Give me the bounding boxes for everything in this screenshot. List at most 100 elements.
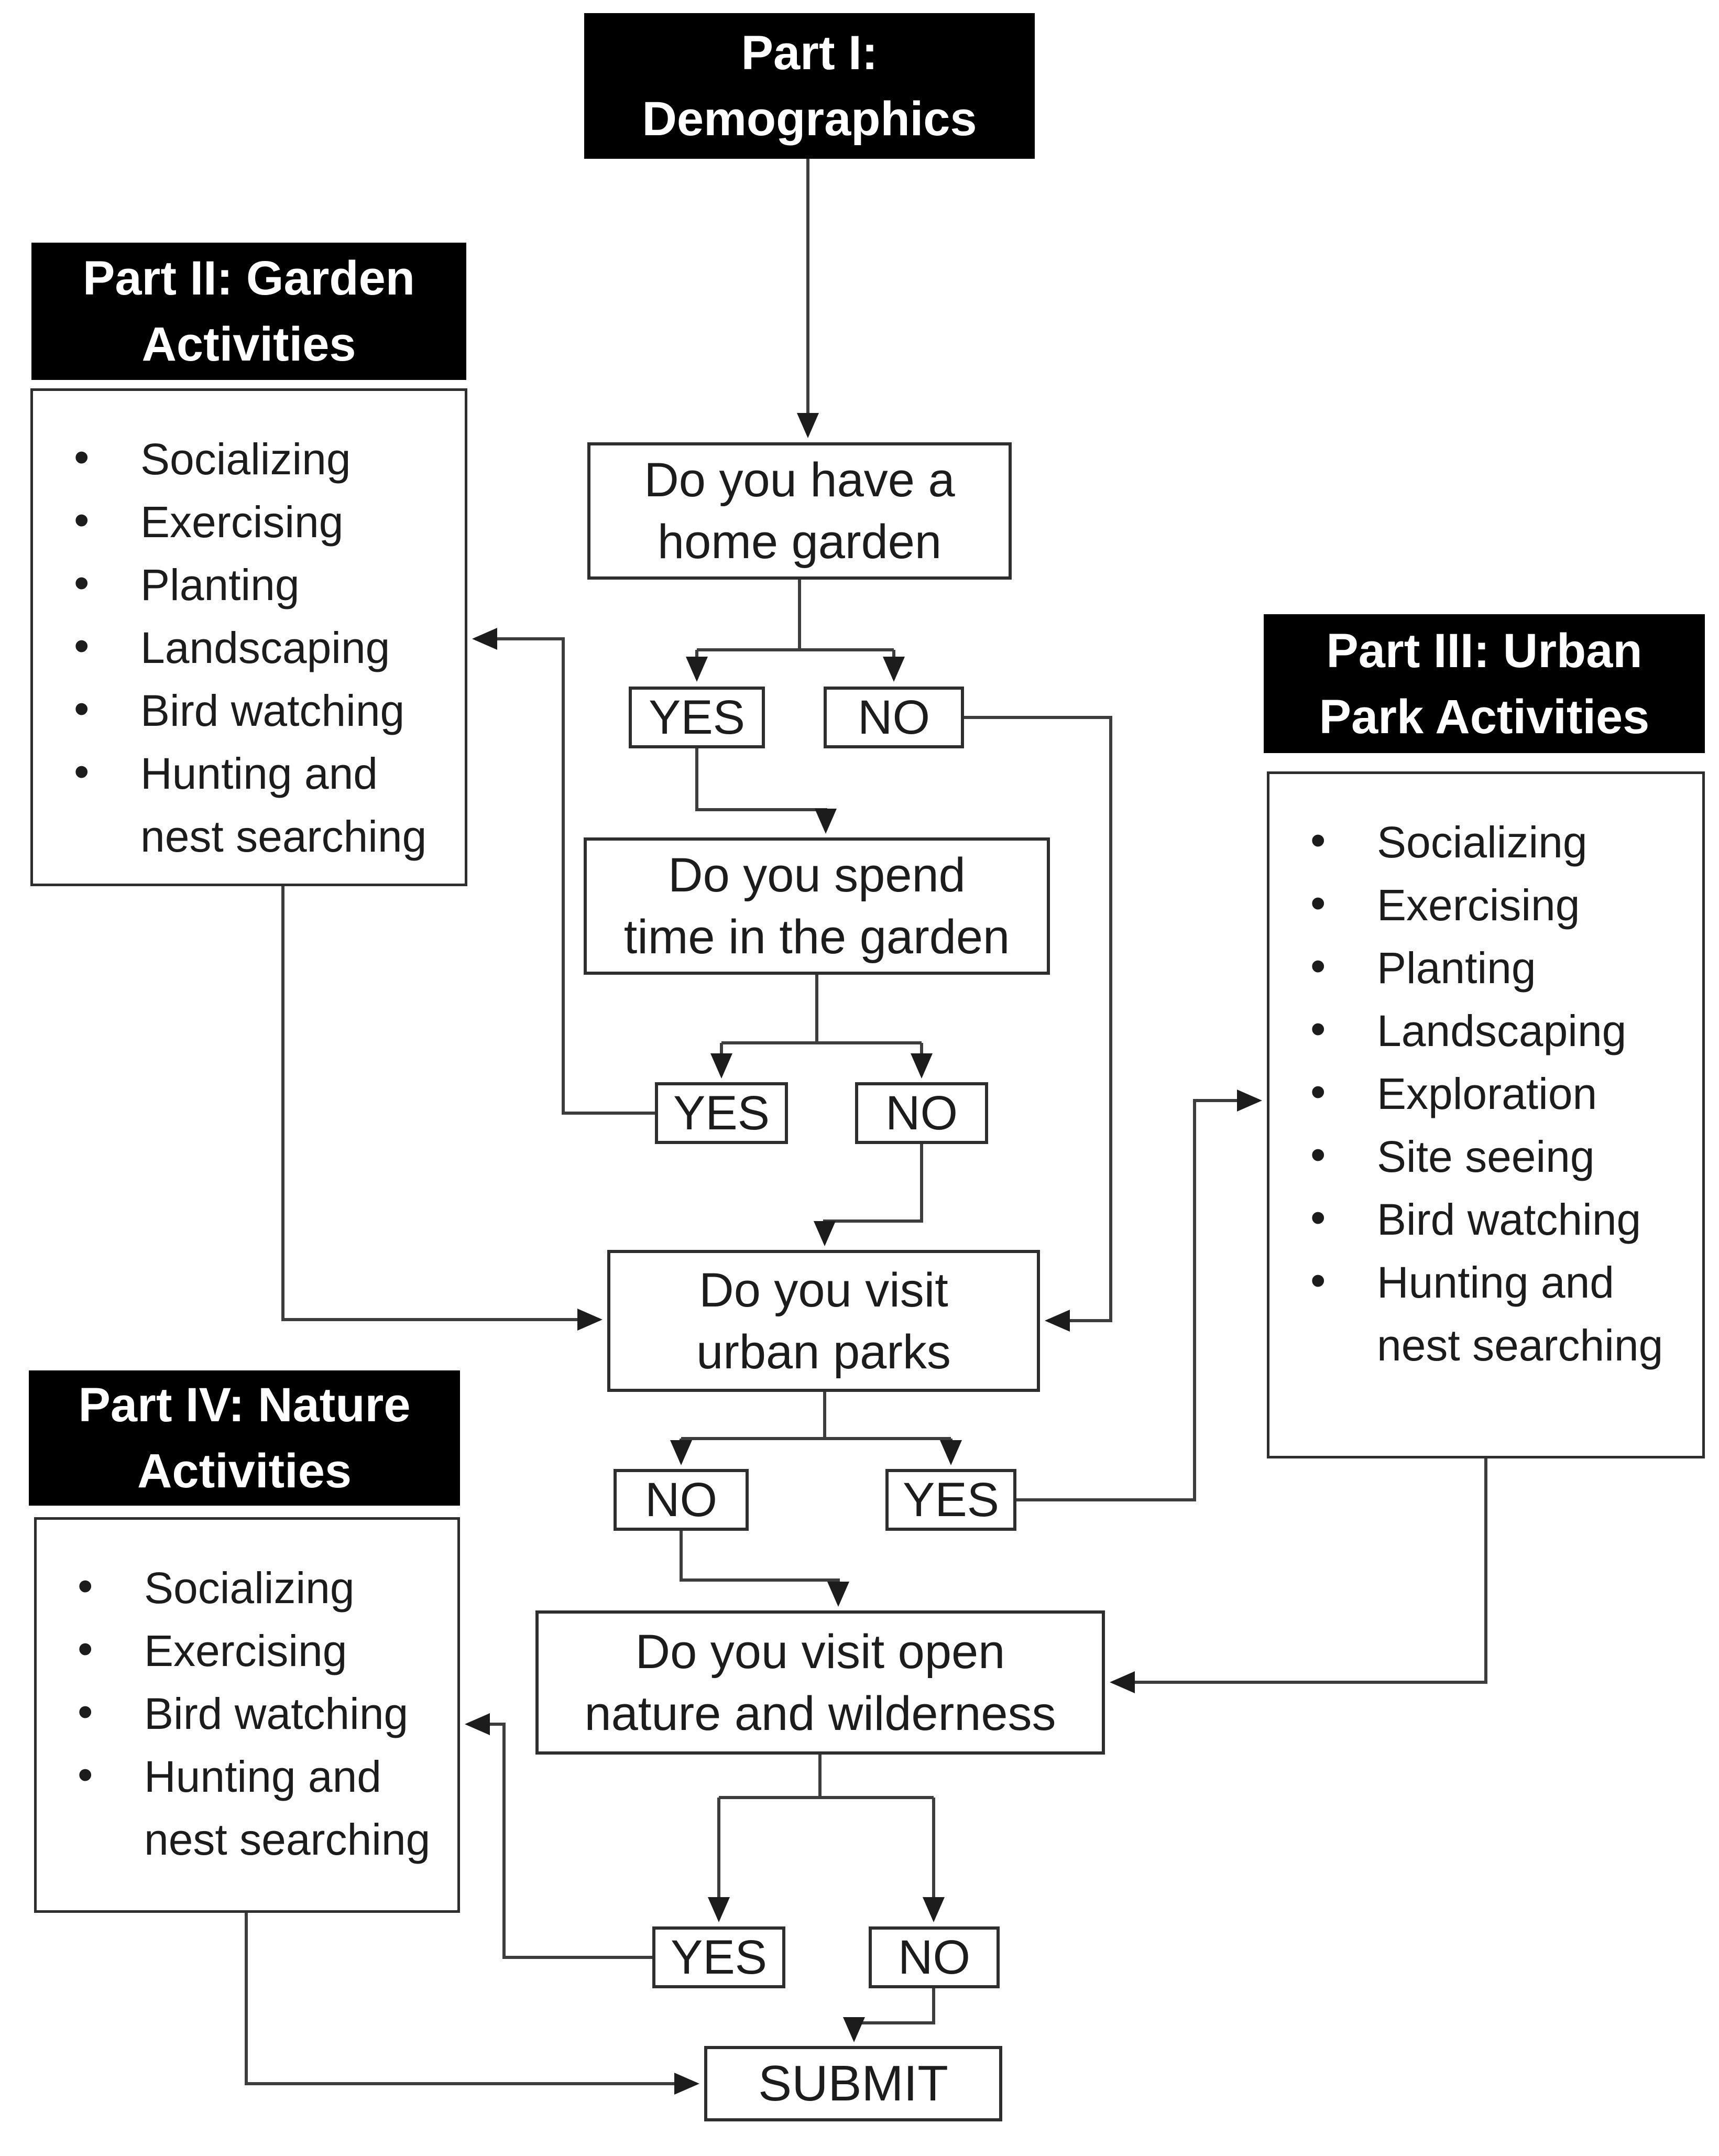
arrow-yes-to-part2 — [472, 628, 655, 1115]
no-label: NO — [898, 1931, 970, 1984]
list-item-label: Planting — [1377, 943, 1536, 993]
bullet-icon: • — [74, 432, 90, 482]
part4-items: •Socializing •Exercising •Bird watching … — [37, 1520, 457, 1871]
part1-title-line1: Part I: — [741, 26, 878, 80]
bullet-icon: • — [74, 684, 90, 733]
question-home-garden-line1: Do you have a — [644, 453, 955, 507]
bullet-icon: • — [78, 1624, 93, 1673]
part3-header: Part III: Urban Park Activities — [1264, 614, 1705, 753]
list-item: • Hunting and nest searching — [1285, 1251, 1692, 1377]
list-item: • Socializing — [1285, 811, 1692, 874]
bullet-icon: • — [74, 558, 90, 607]
bullet-icon: • — [1310, 1193, 1326, 1242]
question-open-nature-line1: Do you visit open — [635, 1625, 1005, 1679]
list-item: • Hunting and nest searching — [49, 742, 454, 868]
question-garden-time-line1: Do you spend — [668, 848, 966, 902]
part1-title-line2: Demographics — [642, 92, 977, 146]
submit-label: SUBMIT — [758, 2055, 948, 2111]
list-item: • Landscaping — [1285, 999, 1692, 1062]
answer-no-urban-parks: NO — [614, 1469, 749, 1531]
yes-label: YES — [648, 691, 746, 744]
question-urban-parks-line1: Do you visit — [699, 1263, 948, 1317]
list-item-label: Exercising — [144, 1626, 347, 1675]
bullet-icon: • — [74, 621, 90, 670]
answer-no-garden-time: NO — [855, 1082, 988, 1144]
part2-header: Part II: Garden Activities — [31, 243, 466, 380]
list-item: • Exercising — [52, 1619, 447, 1682]
part4-activities-list: •Socializing •Exercising •Bird watching … — [34, 1517, 460, 1913]
list-item: • Bird watching — [1285, 1188, 1692, 1251]
part4-title-line2: Activities — [137, 1444, 352, 1498]
question-garden-time-line2: time in the garden — [623, 910, 1010, 964]
yes-label: YES — [902, 1473, 1000, 1527]
part2-title-line1: Part II: Garden — [83, 252, 415, 305]
list-item-label: Site seeing — [1377, 1132, 1595, 1181]
bullet-icon: • — [78, 1750, 93, 1799]
question-garden-time: Do you spend time in the garden — [584, 837, 1050, 975]
part2-title-line2: Activities — [141, 318, 356, 371]
list-item-label: Exercising — [140, 497, 344, 547]
answer-yes-home-garden: YES — [629, 687, 765, 748]
list-item-label: Hunting and nest searching — [144, 1752, 431, 1864]
yes-label: YES — [673, 1086, 770, 1140]
bullet-icon: • — [1310, 1067, 1326, 1116]
bullet-icon: • — [1310, 1256, 1326, 1305]
arrow-no-to-urban-parks — [963, 716, 1112, 1332]
question-home-garden: Do you have a home garden — [587, 442, 1012, 580]
bullet-icon: • — [78, 1561, 93, 1610]
list-item: •Bird watching — [49, 679, 454, 742]
bullet-icon: • — [1310, 1004, 1326, 1053]
answer-yes-open-nature: YES — [652, 1926, 785, 1988]
list-item-label: Exploration — [1377, 1069, 1597, 1118]
part3-items: • Socializing • Exercising • Planting • Land… — [1269, 774, 1702, 1377]
list-item: • Hunting and nest searching — [52, 1745, 447, 1871]
bullet-icon: • — [74, 747, 90, 796]
no-label: NO — [885, 1086, 958, 1140]
no-label: NO — [645, 1473, 717, 1527]
arrow-part4-to-submit — [245, 1913, 699, 2095]
list-item-label: Socializing — [1377, 818, 1587, 867]
list-item: • Planting — [49, 553, 454, 616]
part4-header: Part IV: Nature Activities — [29, 1370, 460, 1506]
no-label: NO — [858, 691, 930, 744]
question-open-nature: Do you visit open nature and wilderness — [535, 1610, 1105, 1755]
list-item-label: Landscaping — [140, 623, 390, 672]
list-item-label: Socializing — [140, 434, 351, 484]
answer-no-open-nature: NO — [869, 1926, 1000, 1988]
part3-activities-list: • Socializing • Exercising • Planting • Land… — [1267, 771, 1705, 1458]
part1-header: Part I: Demographics — [584, 13, 1035, 159]
list-item: • Landscaping — [49, 616, 454, 679]
arrow-part3-to-nature — [1110, 1458, 1487, 1693]
bullet-icon: • — [1310, 941, 1326, 990]
arrow-no-to-nature — [680, 1531, 849, 1607]
list-item-label: Exercising — [1377, 880, 1580, 930]
question-urban-parks-line2: urban parks — [696, 1325, 951, 1379]
list-item: • Exercising — [1285, 874, 1692, 937]
list-item-label: Hunting and nest searching — [140, 749, 427, 861]
part3-title-line1: Part III: Urban — [1326, 624, 1643, 678]
bullet-icon: • — [1310, 878, 1326, 928]
arrow-no-to-submit — [843, 1988, 935, 2042]
bullet-icon: • — [1310, 815, 1326, 865]
arrow-yes-to-part3 — [1016, 1090, 1262, 1501]
bullet-icon: • — [74, 495, 90, 545]
arrow-yes-to-garden-time — [695, 748, 837, 834]
list-item-label: Landscaping — [1377, 1006, 1627, 1055]
list-item-label: Bird watching — [1377, 1195, 1641, 1244]
list-item: • Planting — [1285, 937, 1692, 999]
list-item: •Socializing — [52, 1556, 447, 1619]
list-item: • Exploration — [1285, 1062, 1692, 1125]
arrow-yes-to-part4 — [465, 1713, 652, 1959]
list-item-label: Planting — [140, 560, 300, 609]
bullet-icon: • — [1310, 1130, 1326, 1179]
list-item-label: Bird watching — [144, 1689, 409, 1738]
bullet-icon: • — [78, 1687, 93, 1736]
answer-yes-urban-parks: YES — [885, 1469, 1016, 1531]
list-item: • Exercising — [49, 491, 454, 553]
question-open-nature-line2: nature and wilderness — [584, 1686, 1056, 1740]
question-urban-parks: Do you visit urban parks — [607, 1250, 1040, 1392]
list-item-label: Hunting and nest searching — [1377, 1258, 1663, 1370]
list-item: • Bird watching — [52, 1682, 447, 1745]
list-item: • Site seeing — [1285, 1125, 1692, 1188]
